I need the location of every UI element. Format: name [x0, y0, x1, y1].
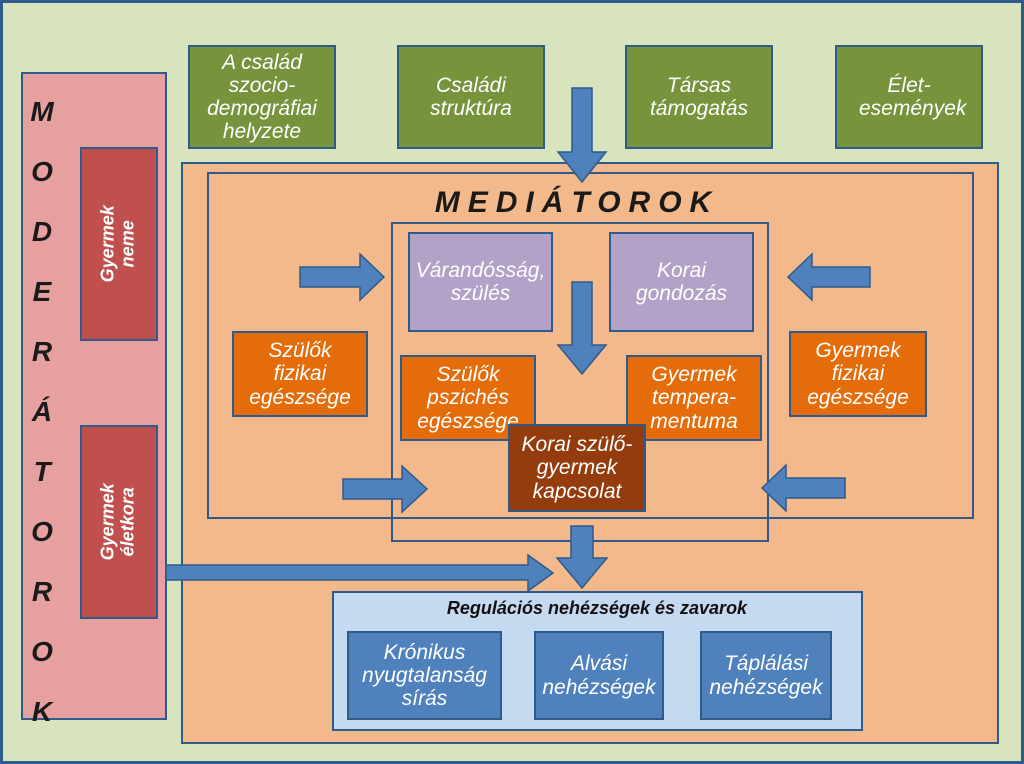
feeding-difficulties-box: Táplálási nehézségek	[700, 631, 832, 720]
moderators-letter: T	[33, 456, 51, 487]
mediators-outer-frame	[207, 172, 974, 519]
early-care-box: Korai gondozás	[609, 232, 754, 332]
regulation-title: Regulációs nehézségek és zavarok	[446, 598, 748, 618]
moderators-letter: R	[31, 576, 53, 607]
child-temperament-label: Gyermek tempera-mentuma	[650, 363, 738, 433]
moderators-letter: O	[31, 636, 53, 667]
mediators-title: MEDIÁTOROK	[434, 186, 720, 219]
early-care-label: Korai gondozás	[635, 258, 728, 305]
pregnancy-box: Várandósság, szülés	[408, 232, 553, 332]
chronic-crying-box: Krónikus nyugtalanság sírás	[347, 631, 502, 720]
moderators-vertical-title: M O D E R Á T O R O K	[22, 82, 62, 742]
sleep-difficulties-box: Alvási nehézségek	[534, 631, 664, 720]
life-events-box: Élet-események	[835, 45, 983, 149]
parent-physical-health-label: Szülők fizikai egészsége	[249, 339, 351, 409]
moderators-letter: K	[31, 696, 53, 727]
moderators-letter: D	[31, 216, 53, 247]
social-support-label: Társas támogatás	[649, 73, 749, 120]
arrow-right-icon	[165, 553, 555, 593]
sociodemographic-label: A család szocio-demográfiai helyzete	[207, 50, 317, 144]
arrow-down-icon	[555, 525, 609, 590]
chronic-crying-label: Krónikus nyugtalanság sírás	[362, 640, 487, 711]
arrow-left-icon	[786, 252, 871, 302]
parent-mental-health-box: Szülők pszichés egészsége	[400, 355, 536, 441]
arrow-right-icon	[342, 464, 429, 514]
parent-child-relationship-box: Korai szülő-gyermek kapcsolat	[508, 424, 646, 512]
feeding-difficulties-label: Táplálási nehézségek	[709, 652, 823, 699]
child-age-box: Gyermek életkora	[80, 425, 158, 619]
child-physical-health-box: Gyermek fizikai egészsége	[789, 331, 927, 417]
child-gender-box: Gyermek neme	[80, 147, 158, 341]
child-physical-health-label: Gyermek fizikai egészsége	[807, 339, 909, 409]
child-temperament-box: Gyermek tempera-mentuma	[626, 355, 762, 441]
moderators-letter: Á	[31, 396, 53, 427]
arrow-left-icon	[760, 463, 846, 513]
moderators-letter: O	[31, 516, 53, 547]
pregnancy-label: Várandósság, szülés	[415, 258, 546, 305]
parent-mental-health-label: Szülők pszichés egészsége	[417, 363, 519, 433]
arrow-down-icon	[556, 281, 608, 376]
moderators-letter: R	[31, 336, 53, 367]
life-events-label: Élet-események	[859, 73, 967, 120]
moderators-letter: E	[32, 276, 52, 307]
parent-child-relationship-label: Korai szülő-gyermek kapcsolat	[521, 433, 633, 503]
moderators-letter: O	[31, 156, 53, 187]
arrow-right-icon	[299, 252, 386, 302]
arrow-down-icon	[556, 87, 608, 184]
sociodemographic-box: A család szocio-demográfiai helyzete	[188, 45, 336, 149]
family-structure-label: Családi struktúra	[430, 73, 512, 120]
parent-physical-health-box: Szülők fizikai egészsége	[232, 331, 368, 417]
family-structure-box: Családi struktúra	[397, 45, 545, 149]
social-support-box: Társas támogatás	[625, 45, 773, 149]
moderators-letter: M	[30, 96, 54, 127]
sleep-difficulties-label: Alvási nehézségek	[542, 652, 656, 699]
